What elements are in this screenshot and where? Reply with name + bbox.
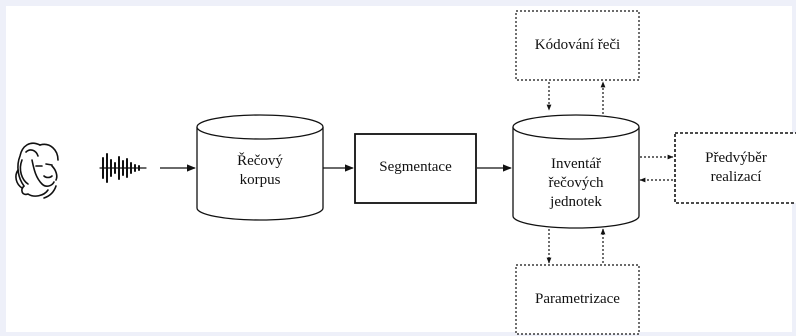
speech-coding-label: Kódování řeči: [534, 37, 621, 53]
unit-inventory-label-line3: jednotek: [550, 194, 602, 210]
unit-inventory-node: [512, 114, 640, 229]
preselection-node: [674, 132, 796, 204]
speech-corpus-label-line2: korpus: [239, 172, 281, 188]
segmentation-label: Segmentace: [379, 159, 452, 175]
parametrization-node: [515, 264, 640, 335]
segmentation-node: [354, 133, 477, 204]
unit-inventory-label-line1: Inventář: [551, 156, 601, 172]
waveform-icon: [99, 153, 147, 183]
preselection-label-line1: Předvýběr: [705, 150, 767, 166]
speaker-face-icon: [15, 142, 59, 199]
speech-coding-node: [515, 10, 640, 81]
unit-inventory-label-line2: řečových: [548, 175, 604, 191]
speech-corpus-node: [196, 114, 324, 221]
parametrization-label: Parametrizace: [535, 291, 620, 307]
speech-corpus-label: Řečový korpus: [197, 152, 323, 190]
speech-corpus-label-line1: Řečový: [237, 153, 283, 169]
preselection-label-line2: realizací: [710, 169, 762, 185]
preselection-label: Předvýběr realizací: [675, 149, 796, 187]
unit-inventory-label: Inventář řečových jednotek: [513, 155, 639, 212]
